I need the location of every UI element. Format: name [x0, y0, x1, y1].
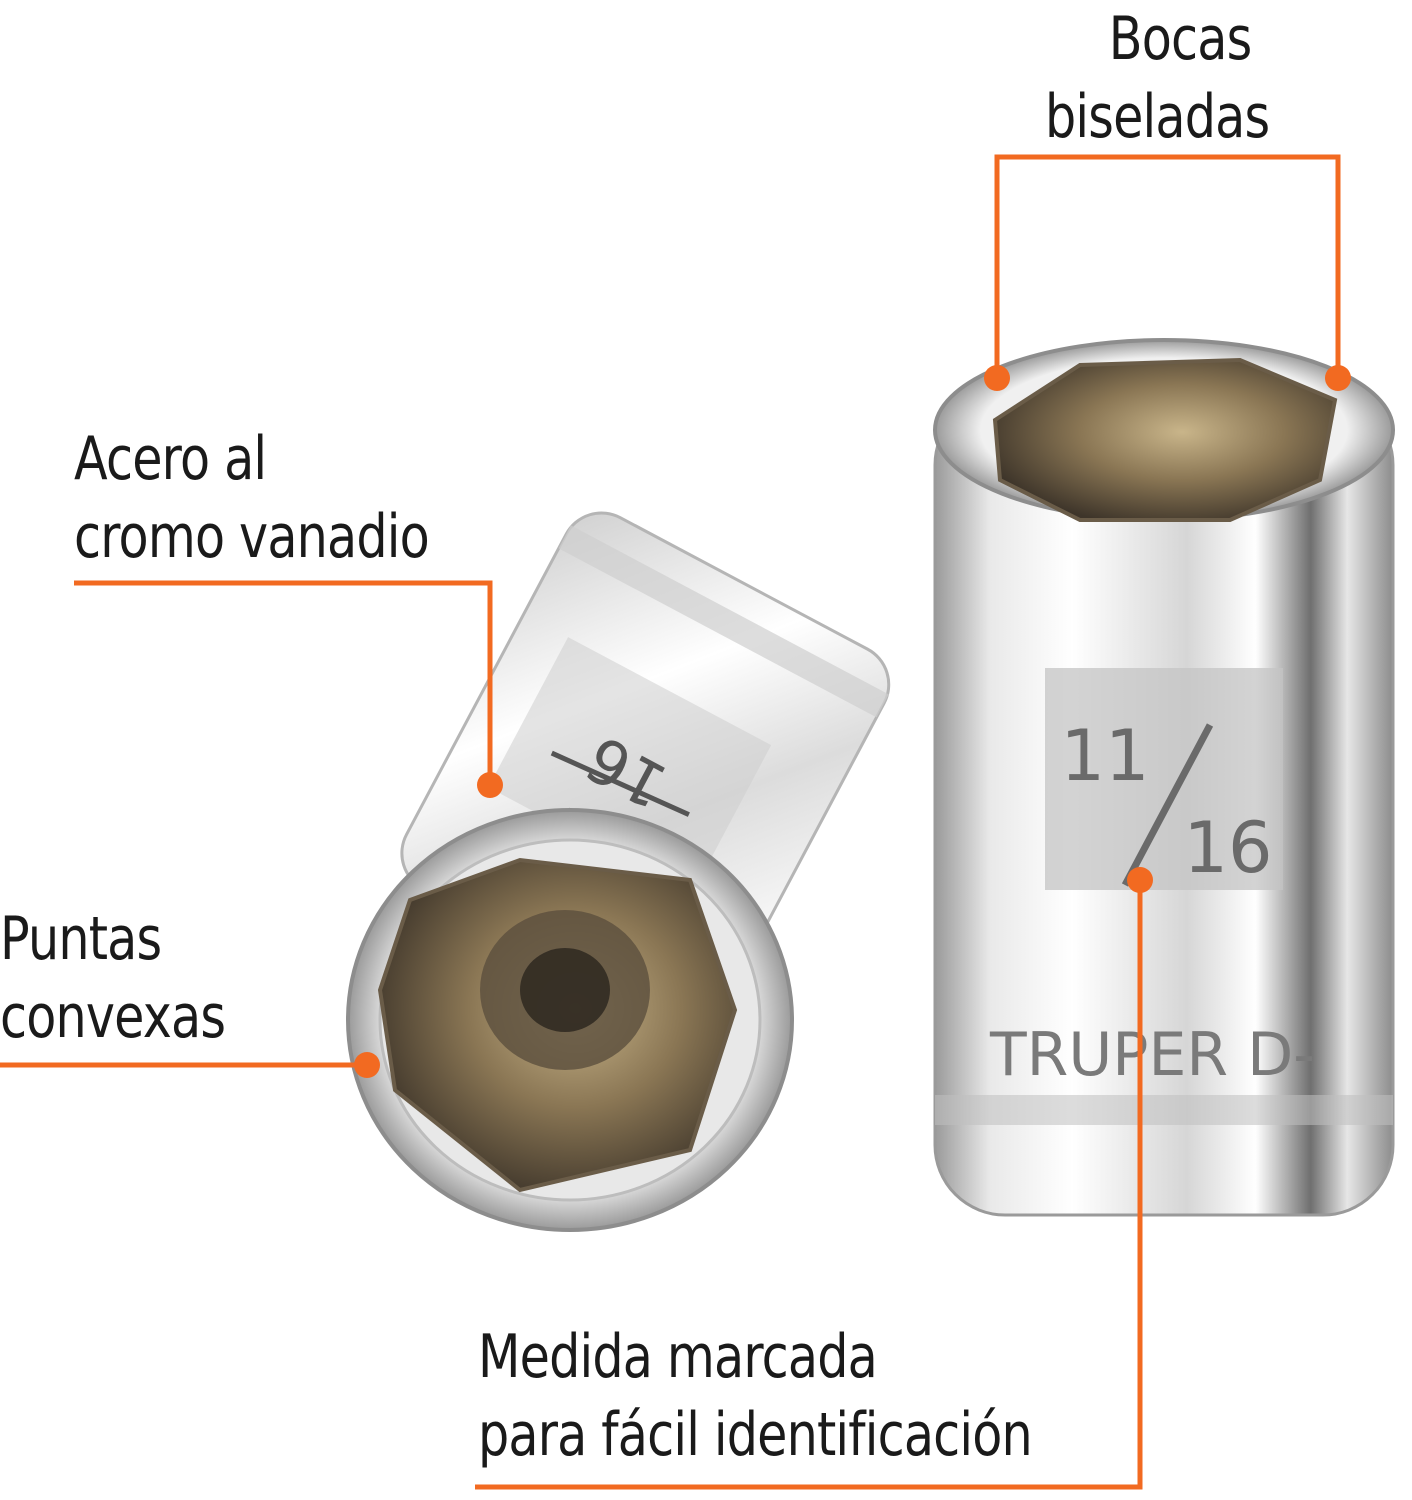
right-size-panel: [1045, 668, 1283, 890]
puntas-dot: [354, 1052, 380, 1078]
callout-lines: [0, 154, 1341, 1490]
callout-puntas-line1: Puntas: [0, 904, 162, 974]
left-socket: 16 11: [346, 511, 891, 1232]
right-brand-engraving: TRUPER D-: [989, 1020, 1315, 1090]
callout-acero-cromo-vanadio: Acero al cromo vanadio: [74, 420, 430, 576]
callout-bocas-biseladas: Bocas biseladas: [1045, 0, 1270, 156]
callout-medida-line2: para fácil identificación: [478, 1400, 1033, 1470]
bocas-dot-right: [1325, 365, 1351, 391]
right-size-top-text: 11: [1060, 715, 1149, 797]
callout-puntas-convexas: Puntas convexas: [0, 900, 226, 1056]
left-size-panel: [488, 637, 772, 896]
callout-medida-line1: Medida marcada: [478, 1322, 878, 1392]
callout-medida-marcada: Medida marcada para fácil identificación: [478, 1318, 1033, 1474]
callout-dots: [354, 365, 1351, 1078]
bocas-dot-left: [984, 365, 1010, 391]
callout-acero-line2: cromo vanadio: [74, 502, 430, 572]
medida-dot: [1127, 867, 1153, 893]
callout-bocas-line2: biseladas: [1045, 82, 1270, 152]
callout-bocas-line1: Bocas: [1108, 4, 1252, 74]
right-size-bottom-text: 16: [1183, 807, 1272, 889]
medida-callout-line: [475, 880, 1143, 1490]
acero-dot: [477, 772, 503, 798]
right-socket-hex-bore: [992, 357, 1338, 522]
bocas-callout-line: [994, 154, 1341, 378]
callout-acero-line1: Acero al: [74, 424, 267, 494]
acero-callout-line: [74, 580, 493, 785]
right-socket: 11 16 TRUPER D-: [933, 338, 1395, 1217]
callout-puntas-line2: convexas: [0, 982, 226, 1052]
